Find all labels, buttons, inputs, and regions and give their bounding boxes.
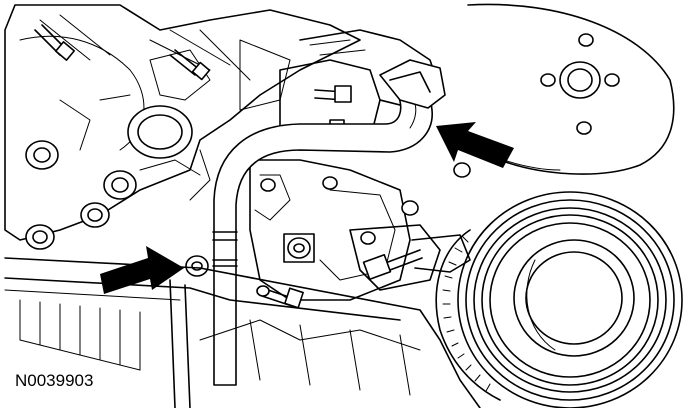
coolant-tube	[212, 59, 446, 386]
callout-arrow-lower-left	[100, 246, 184, 294]
engine-block-casting	[4, 4, 361, 250]
crankshaft-damper	[435, 191, 683, 408]
center-housing	[249, 29, 471, 301]
callout-arrow-upper-right	[436, 122, 514, 168]
lower-bracket	[185, 224, 471, 309]
figure-caption: N0039903	[12, 370, 97, 392]
upper-pulley-hub	[439, 3, 675, 175]
